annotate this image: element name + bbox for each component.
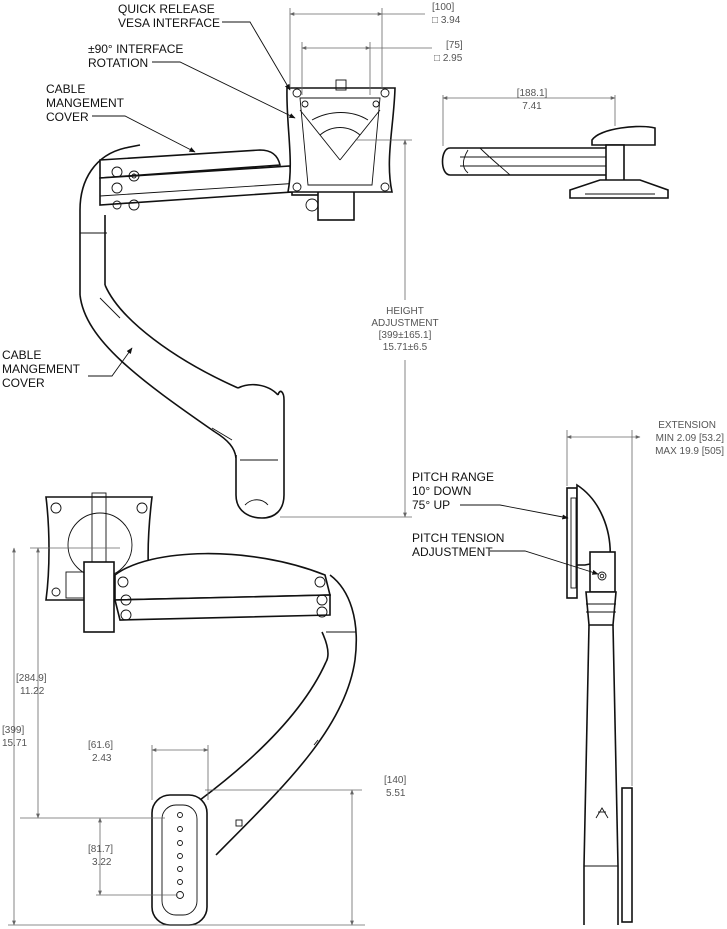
callout-pitch-tension: PITCH TENSION ADJUSTMENT — [412, 531, 599, 575]
extension-min: MIN 2.09 [53.2] — [656, 433, 725, 444]
cover-side-label-2: MANGEMENT — [2, 362, 81, 376]
hole-span-in: 3.22 — [92, 857, 112, 868]
low-height-in: 11.22 — [20, 686, 45, 697]
vesa-75-in: □ 2.95 — [434, 53, 463, 64]
callout-cover-top: CABLE MANGEMENT COVER — [46, 82, 196, 153]
callout-rotation: ±90° INTERFACE ROTATION — [88, 42, 296, 119]
callout-quick-release: QUICK RELEASE VESA INTERFACE — [118, 2, 291, 91]
arm-top-view — [441, 125, 669, 199]
extension-max: MAX 19.9 [505] — [655, 446, 724, 457]
hole-span-mm: [81.7] — [88, 844, 113, 855]
cover-side-label-3: COVER — [2, 376, 45, 390]
dim-low-height: [284.9] 11.22 — [16, 547, 165, 819]
vesa-100-mm: [100] — [432, 2, 454, 13]
depth-in: 7.41 — [522, 101, 542, 112]
cover-top-label-2: MANGEMENT — [46, 96, 125, 110]
dim-mount-width: [61.6] 2.43 — [88, 740, 209, 800]
quick-release-label-2: VESA INTERFACE — [118, 16, 220, 30]
arm-lowered-view — [45, 492, 358, 926]
height-adj-label-1: HEIGHT — [386, 306, 424, 317]
depth-mm: [188.1] — [517, 88, 548, 99]
height-adj-in: 15.71±6.5 — [383, 342, 428, 353]
cover-top-label-3: COVER — [46, 110, 89, 124]
dim-height-adjustment: HEIGHT ADJUSTMENT [399±165.1] 15.71±6.5 — [280, 139, 439, 518]
cover-side-label-1: CABLE — [2, 348, 41, 362]
dim-depth: [188.1] 7.41 — [442, 88, 616, 146]
mount-width-mm: [61.6] — [88, 740, 113, 751]
pitch-tension-label-2: ADJUSTMENT — [412, 545, 493, 559]
quick-release-label-1: QUICK RELEASE — [118, 2, 215, 16]
total-height-mm: [399] — [2, 725, 24, 736]
mount-width-in: 2.43 — [92, 753, 112, 764]
dim-hole-span: [81.7] 3.22 — [88, 817, 178, 896]
rotation-label-1: ±90° INTERFACE — [88, 42, 183, 56]
dim-vesa-100: [100] □ 3.94 — [289, 2, 461, 88]
dim-total-height: [399] 15.71 — [2, 547, 365, 926]
dim-reach: [140] 5.51 — [205, 775, 406, 926]
pitch-range-label-3: 75° UP — [412, 498, 450, 512]
low-height-mm: [284.9] — [16, 673, 47, 684]
pitch-range-label-1: PITCH RANGE — [412, 470, 494, 484]
reach-mm: [140] — [384, 775, 406, 786]
arm-side-view — [566, 483, 633, 925]
arm-raised-view — [79, 79, 396, 519]
pitch-tension-label-1: PITCH TENSION — [412, 531, 504, 545]
dim-vesa-75: [75] □ 2.95 — [301, 40, 463, 95]
reach-in: 5.51 — [386, 788, 406, 799]
height-adj-mm: [399±165.1] — [379, 330, 432, 341]
height-adj-label-2: ADJUSTMENT — [371, 318, 438, 329]
extension-label: EXTENSION — [658, 420, 716, 431]
pitch-range-label-2: 10° DOWN — [412, 484, 471, 498]
vesa-75-mm: [75] — [446, 40, 463, 51]
callout-pitch-range: PITCH RANGE 10° DOWN 75° UP — [412, 470, 569, 520]
total-height-in: 15.71 — [2, 738, 27, 749]
vesa-100-in: □ 3.94 — [432, 15, 461, 26]
rotation-label-2: ROTATION — [88, 56, 148, 70]
callout-cover-side: CABLE MANGEMENT COVER — [2, 347, 133, 390]
dim-extension: EXTENSION MIN 2.09 [53.2] MAX 19.9 [505] — [566, 420, 725, 786]
cover-top-label-1: CABLE — [46, 82, 85, 96]
